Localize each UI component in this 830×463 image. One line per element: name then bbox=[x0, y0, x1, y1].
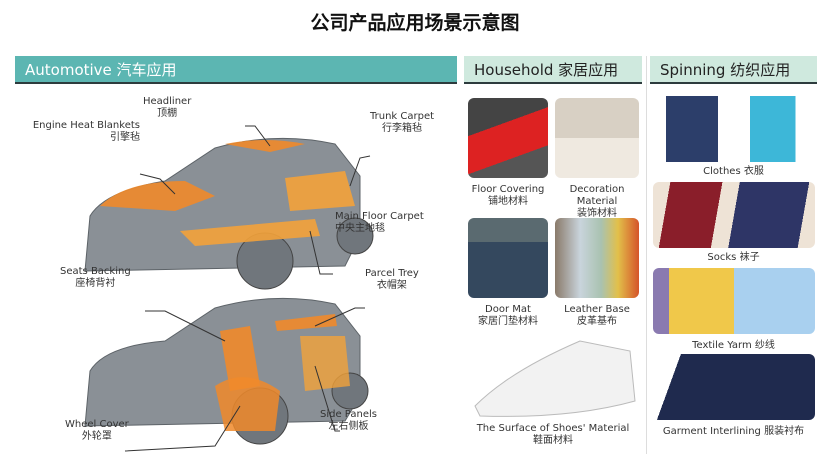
socks-photo bbox=[653, 182, 815, 248]
clothes-label: Clothes 衣服 bbox=[703, 166, 764, 177]
page-title: 公司产品应用场景示意图 bbox=[310, 12, 520, 34]
door-mat-photo bbox=[468, 218, 548, 298]
red-carpet-photo bbox=[468, 98, 548, 178]
automotive-panel: Automotive 汽车应用 He bbox=[15, 56, 457, 454]
white-sneaker-photo bbox=[474, 340, 636, 417]
yarn-cones-photo bbox=[653, 268, 815, 334]
car-top-illustration bbox=[84, 125, 374, 290]
textile-yarn-label: Textile Yarm 纱线 bbox=[692, 340, 775, 351]
divider bbox=[646, 56, 647, 454]
suit-jacket-photo bbox=[653, 354, 815, 420]
automotive-header: Automotive 汽车应用 bbox=[15, 56, 457, 84]
fabric-rolls-photo bbox=[555, 218, 639, 298]
car-illustrations bbox=[84, 125, 374, 452]
spinning-panel: Spinning 纺织应用 Clothes 衣服 Socks 袜子 Textil… bbox=[650, 56, 817, 454]
socks-label: Socks 袜子 bbox=[707, 252, 760, 263]
garment-interlining-label: Garment Interlining 服装衬布 bbox=[662, 426, 805, 437]
suit-shirt-photo bbox=[653, 96, 815, 162]
rug-room-photo bbox=[555, 98, 639, 178]
household-header: Household 家居应用 bbox=[464, 56, 642, 84]
car-bottom-illustration bbox=[84, 297, 369, 452]
spinning-header: Spinning 纺织应用 bbox=[650, 56, 817, 84]
